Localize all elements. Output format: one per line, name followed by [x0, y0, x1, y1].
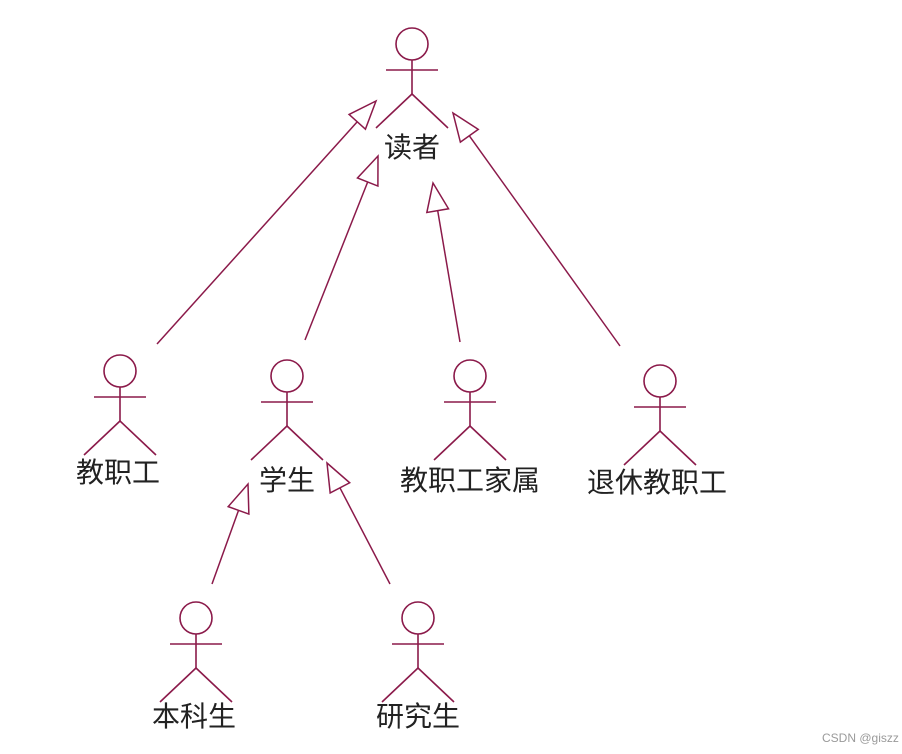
actor-label-graduate: 研究生: [376, 700, 460, 733]
generalization-line: [339, 487, 391, 585]
actor-label-retired: 退休教职工: [587, 466, 727, 499]
actor-student: [250, 359, 324, 461]
actor-family: [433, 359, 507, 461]
generalization-line: [156, 121, 358, 345]
generalization-edges: [156, 99, 621, 585]
actor-label-undergrad: 本科生: [152, 700, 236, 733]
actor-staff: [83, 354, 157, 456]
actor-label-staff: 教职工: [76, 456, 160, 489]
actor-retired: [623, 364, 697, 466]
actor-label-family: 教职工家属: [400, 464, 540, 497]
generalization-arrowhead: [347, 99, 378, 131]
actor-undergrad: [159, 601, 233, 703]
generalization-line: [211, 510, 240, 585]
watermark: CSDN @giszz: [822, 731, 899, 745]
generalization-line: [304, 181, 369, 341]
generalization-arrowhead: [326, 461, 352, 495]
generalization-arrowhead: [425, 180, 450, 214]
generalization-arrowhead: [356, 154, 379, 188]
actor-label-student: 学生: [259, 464, 315, 497]
actor-graduate: [381, 601, 455, 703]
actor-reader: [375, 27, 449, 129]
generalization-arrowhead: [451, 111, 480, 144]
generalization-line: [436, 210, 461, 343]
actor-label-reader: 读者: [384, 131, 440, 164]
generalization-line: [468, 135, 621, 347]
generalization-arrowhead: [226, 482, 250, 516]
